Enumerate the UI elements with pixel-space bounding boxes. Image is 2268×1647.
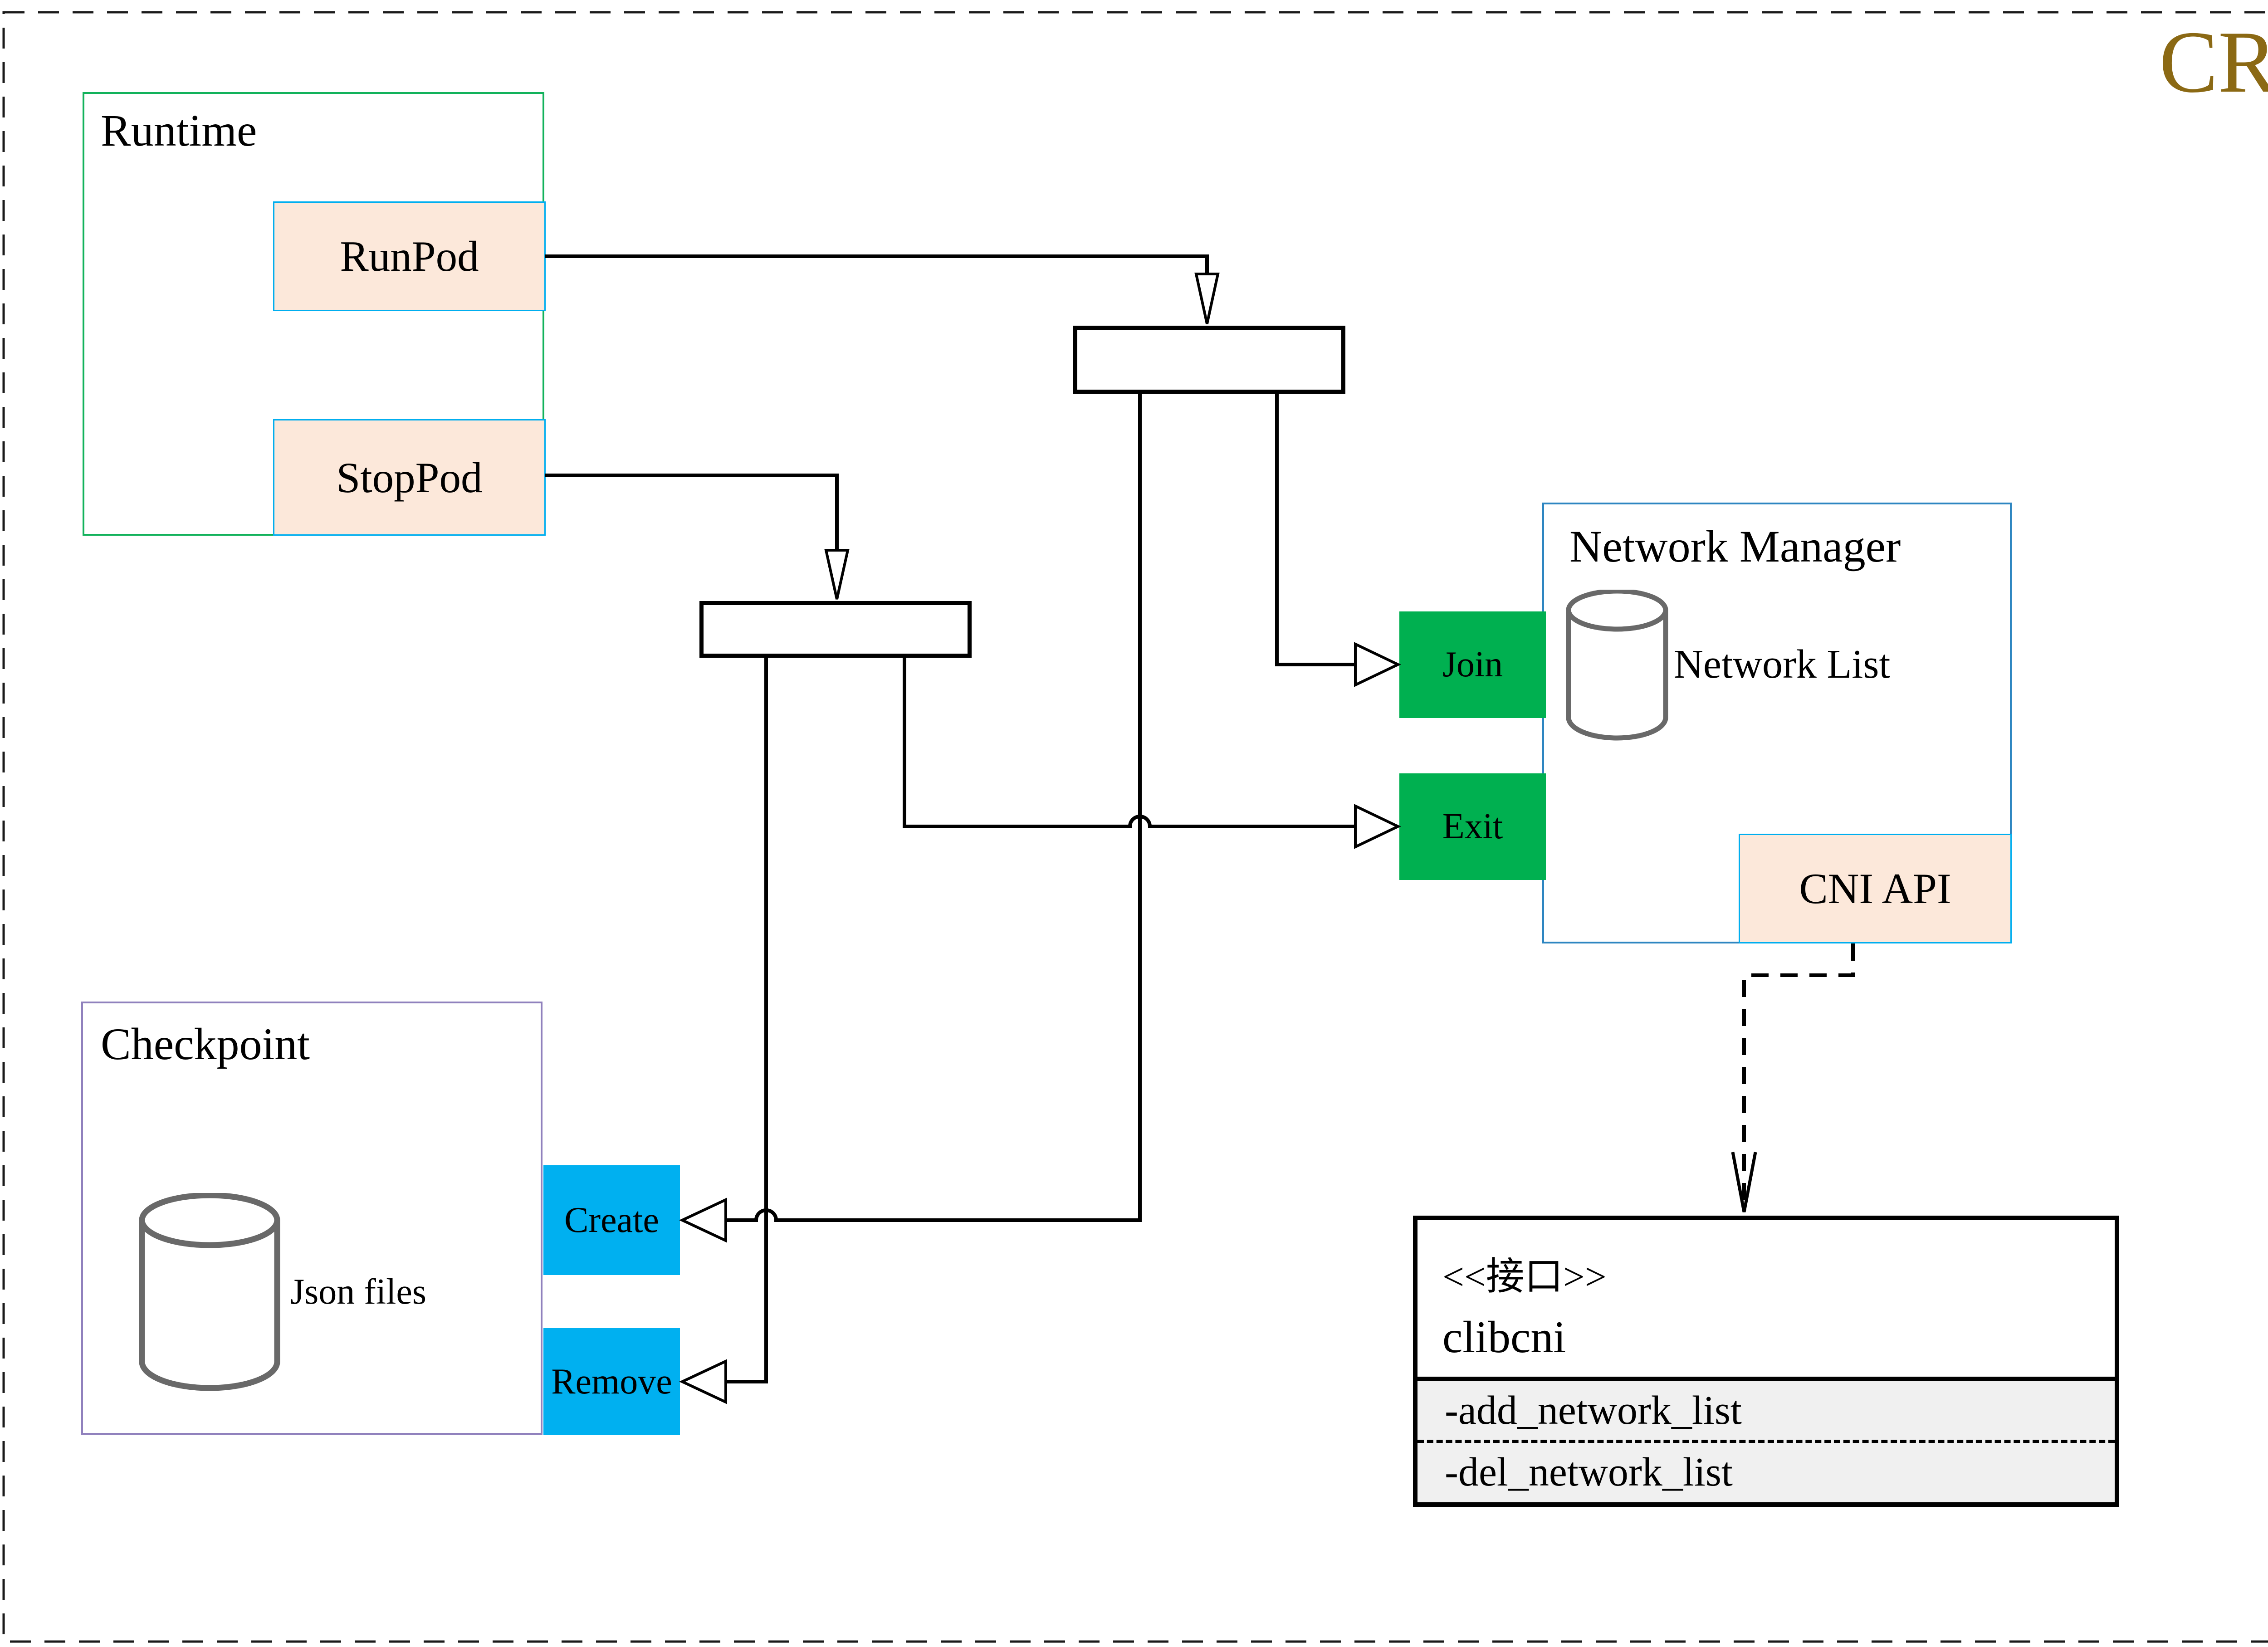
connector-junction-to-remove bbox=[727, 657, 768, 1383]
exit-node: Exit bbox=[1399, 773, 1546, 880]
runpod-label: RunPod bbox=[340, 232, 479, 280]
checkpoint-title: Checkpoint bbox=[101, 1019, 310, 1069]
stoppod-node: StopPod bbox=[273, 419, 546, 536]
arrowhead-left-create bbox=[679, 1197, 727, 1243]
clibcni-header: <<接口>> clibcni bbox=[1418, 1220, 2115, 1381]
junction-box-runpod bbox=[1073, 326, 1345, 394]
create-node: Create bbox=[543, 1165, 680, 1275]
join-label: Join bbox=[1442, 645, 1503, 684]
connector-junction-to-create bbox=[727, 393, 1142, 1222]
runtime-title: Runtime bbox=[101, 105, 257, 156]
connector-runpod-to-junction bbox=[545, 254, 1209, 273]
clibcni-method-del: -del_network_list bbox=[1445, 1450, 1733, 1495]
clibcni-interface-box: <<接口>> clibcni -add_network_list -del_ne… bbox=[1413, 1216, 2119, 1507]
network-manager-title: Network Manager bbox=[1569, 521, 1901, 572]
arrowhead-left-remove bbox=[679, 1359, 727, 1404]
json-files-label: Json files bbox=[290, 1272, 426, 1312]
stoppod-label: StopPod bbox=[336, 453, 483, 502]
cni-api-node: CNI API bbox=[1739, 834, 2012, 943]
clibcni-methods-section: -add_network_list -del_network_list bbox=[1418, 1381, 2115, 1502]
remove-label: Remove bbox=[551, 1361, 672, 1402]
arrowhead-down-junction1 bbox=[1194, 273, 1220, 324]
cri-badge: CRI bbox=[2159, 13, 2268, 111]
network-list-database-icon bbox=[1566, 590, 1668, 741]
junction-box-stoppod bbox=[699, 601, 972, 658]
clibcni-method-add: -add_network_list bbox=[1445, 1388, 1742, 1433]
network-list-label: Network List bbox=[1674, 642, 1891, 687]
runpod-node: RunPod bbox=[273, 201, 546, 311]
connector-cniapi-to-clibcni bbox=[1742, 943, 1855, 1210]
cni-api-label: CNI API bbox=[1799, 865, 1951, 913]
clibcni-method-divider bbox=[1418, 1440, 2115, 1443]
arrowhead-right-exit bbox=[1354, 804, 1401, 849]
connector-junction-to-join bbox=[1275, 393, 1355, 666]
clibcni-name: clibcni bbox=[1442, 1312, 1566, 1362]
open-arrowhead-clibcni bbox=[1731, 1152, 1757, 1212]
connector-stoppod-to-junction bbox=[545, 474, 839, 549]
arrowhead-right-join bbox=[1354, 642, 1401, 687]
arrowhead-down-junction2 bbox=[824, 549, 850, 600]
remove-node: Remove bbox=[543, 1328, 680, 1435]
create-label: Create bbox=[564, 1200, 659, 1240]
connector-junction-to-exit bbox=[903, 657, 1355, 828]
json-files-database-icon bbox=[139, 1193, 280, 1391]
join-node: Join bbox=[1399, 611, 1546, 718]
exit-label: Exit bbox=[1442, 806, 1503, 846]
clibcni-stereotype: <<接口>> bbox=[1442, 1256, 1607, 1298]
